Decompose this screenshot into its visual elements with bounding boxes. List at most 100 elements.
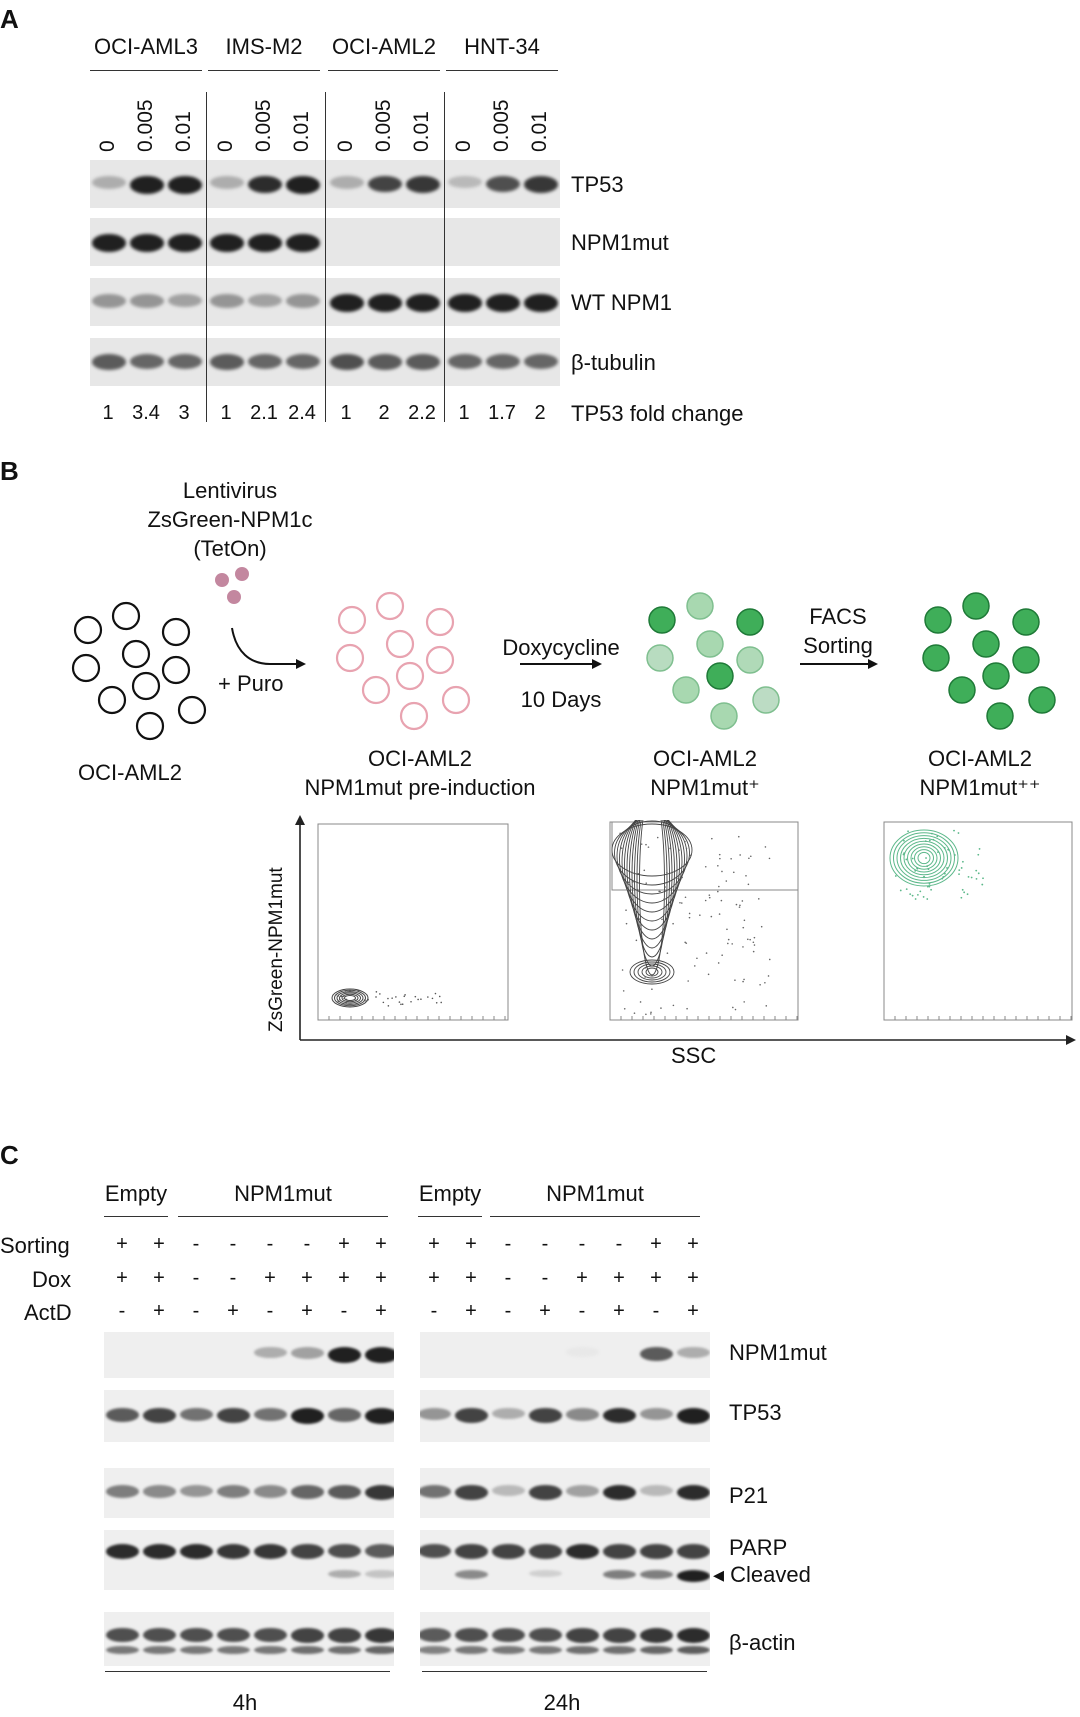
- event-dot: [769, 858, 771, 860]
- blot-band: [365, 1485, 394, 1500]
- event-dot: [739, 906, 741, 908]
- panel-b-letter: B: [0, 456, 19, 487]
- blot-band: [130, 294, 164, 308]
- event-dot: [719, 858, 721, 860]
- condition-sign: +: [147, 1300, 171, 1323]
- condition-sign: +: [570, 1267, 594, 1290]
- blot-band: [677, 1485, 710, 1500]
- cell-circle: [427, 609, 453, 635]
- event-dot: [357, 990, 359, 992]
- blot-band: [455, 1544, 488, 1559]
- condition-sign: -: [184, 1300, 208, 1323]
- event-dot: [651, 988, 653, 990]
- blot-band: [448, 294, 482, 312]
- condition-sign: +: [459, 1300, 483, 1323]
- event-dot: [343, 995, 345, 997]
- facs-label: FACS Sorting: [790, 602, 886, 660]
- condition-sign: -: [184, 1233, 208, 1256]
- event-dot: [427, 996, 429, 998]
- cell-circle: [673, 677, 699, 703]
- blot-band: [106, 1408, 139, 1422]
- dose-label: 0.005: [490, 99, 514, 152]
- dose-label: 0.01: [410, 111, 434, 152]
- cell-circle: [963, 593, 989, 619]
- event-dot: [719, 854, 721, 856]
- event-dot: [739, 905, 741, 907]
- blot-band: [291, 1485, 324, 1499]
- blot-band: [640, 1408, 673, 1420]
- blot-band: [92, 176, 126, 189]
- blot-band: [529, 1544, 562, 1559]
- blot-band: [291, 1408, 324, 1424]
- event-dot: [933, 839, 935, 841]
- event-dot: [765, 1005, 767, 1007]
- condition-sign: +: [110, 1267, 134, 1290]
- event-dot: [721, 900, 723, 902]
- cell-circle: [73, 655, 99, 681]
- event-dot: [926, 898, 928, 900]
- event-dot: [645, 882, 647, 884]
- blot-band: [677, 1544, 710, 1559]
- event-dot: [907, 830, 909, 832]
- condition-sign: -: [332, 1300, 356, 1323]
- blot-band: [677, 1646, 710, 1654]
- blot-band: [368, 176, 402, 192]
- event-dot: [677, 878, 679, 880]
- cells-sorted: [923, 593, 1055, 729]
- event-dot: [735, 1009, 737, 1011]
- dose-label: 0: [214, 140, 238, 152]
- virus-label-line3: (TetOn): [120, 534, 340, 563]
- blot-band: [640, 1570, 673, 1579]
- event-dot: [726, 928, 728, 930]
- blot-band: [168, 176, 202, 194]
- blot-band: [210, 176, 244, 189]
- blot-band: [328, 1628, 361, 1643]
- event-dot: [721, 871, 723, 873]
- condition-sign: -: [644, 1300, 668, 1323]
- cell-circle: [649, 607, 675, 633]
- event-dot: [436, 1002, 438, 1004]
- blot-strip: [104, 1332, 394, 1378]
- condition-sign: -: [533, 1233, 557, 1256]
- event-dot: [958, 869, 960, 871]
- blot-band: [529, 1408, 562, 1423]
- event-dot: [699, 914, 701, 916]
- blot-band: [248, 234, 282, 252]
- blot-band: [603, 1628, 636, 1643]
- event-dot: [963, 891, 965, 893]
- blot-band: [365, 1646, 394, 1654]
- blot-band: [286, 234, 320, 252]
- blot-band: [217, 1628, 250, 1642]
- stage2-label: OCI-AML2 NPM1mut pre-induction: [280, 744, 560, 802]
- event-dot: [336, 994, 338, 996]
- contour-line: [897, 836, 951, 881]
- contour-line: [632, 820, 672, 948]
- blot-band: [420, 1408, 451, 1420]
- event-dot: [645, 1013, 647, 1015]
- blot-band: [254, 1347, 287, 1358]
- condition-sign: +: [644, 1233, 668, 1256]
- blot-band: [529, 1485, 562, 1500]
- blot-band: [168, 234, 202, 252]
- event-dot: [383, 1002, 385, 1004]
- event-dot: [663, 898, 665, 900]
- blot-label: TP53: [571, 172, 624, 198]
- time-24h-underline: [422, 1671, 707, 1672]
- event-dot: [640, 1001, 642, 1003]
- event-dot: [903, 840, 905, 842]
- contour-line: [634, 962, 670, 982]
- blot-band: [524, 294, 558, 312]
- event-dot: [709, 894, 711, 896]
- blot-band: [217, 1408, 250, 1423]
- cell-circle: [711, 703, 737, 729]
- blot-band: [248, 176, 282, 193]
- condition-row-label: ActD: [24, 1300, 72, 1326]
- blot-band: [420, 1646, 451, 1654]
- blot-band: [168, 294, 202, 307]
- blot-label: NPM1mut: [729, 1340, 827, 1366]
- cell-circle: [337, 645, 363, 671]
- event-dot: [912, 895, 914, 897]
- blot-band: [677, 1408, 710, 1424]
- condition-sign: +: [110, 1233, 134, 1256]
- stage2-line2: NPM1mut pre-induction: [280, 773, 560, 802]
